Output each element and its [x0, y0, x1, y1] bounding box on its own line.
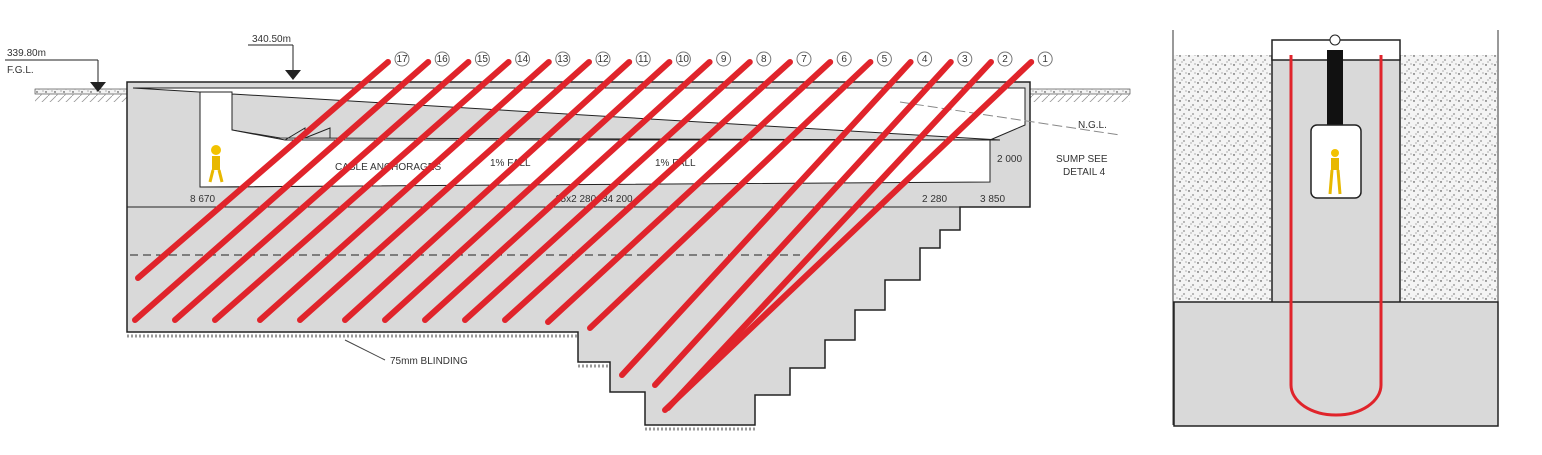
cable-number-circle: [997, 51, 1013, 67]
cable-number: 6: [841, 54, 847, 65]
cable-number-circle: [434, 51, 450, 67]
cable-number: 4: [922, 54, 928, 65]
cable-8: [462, 59, 753, 323]
top-level-marker: [285, 70, 301, 80]
cable-number: 8: [761, 54, 767, 65]
cable-4: [619, 59, 914, 378]
cable-10: [382, 59, 673, 323]
dim-2000: 2 000: [997, 154, 1022, 165]
soil-left: [1174, 55, 1272, 302]
soil-right: [1400, 55, 1497, 302]
fgl-level-marker: [90, 82, 106, 92]
cable-number-circle: [756, 51, 772, 67]
sump-label-2: DETAIL 4: [1063, 167, 1106, 178]
dim-3850: 3 850: [980, 194, 1005, 205]
cable-9: [422, 59, 713, 323]
fall-label-left: 1% FALL: [490, 158, 531, 169]
cable-number: 11: [638, 54, 649, 65]
ground-surface-right: [1029, 88, 1131, 95]
cable-7: [502, 59, 793, 323]
cable-number: 14: [517, 54, 529, 65]
sump-label-1: SUMP SEE: [1056, 154, 1108, 165]
cable-number-circle: [635, 51, 651, 67]
cable-17: [135, 59, 391, 281]
base-block: [1173, 301, 1499, 427]
cable-5: [587, 59, 874, 331]
cable-11: [342, 59, 633, 323]
cable-number-circle: [595, 51, 611, 67]
ngl-label: N.G.L.: [1078, 120, 1107, 131]
cable-number: 3: [962, 54, 968, 65]
cable-number-circle: [675, 51, 691, 67]
cable-number: 12: [597, 54, 609, 65]
lifting-eye-icon: [1329, 34, 1341, 46]
cable-13: [257, 59, 552, 323]
cable-15: [172, 59, 472, 323]
blinding-label: 75mm BLINDING: [390, 356, 468, 367]
cable-1: [662, 59, 1035, 413]
cable-number: 2: [1002, 54, 1008, 65]
cable-number-circle: [716, 51, 732, 67]
cable-number-circle: [876, 51, 892, 67]
cable-number-circle: [1037, 51, 1053, 67]
cable-number: 15: [477, 54, 489, 65]
ground-hatch-left: [35, 94, 127, 102]
ground-surface-left: [34, 88, 128, 95]
cable-number: 1: [1042, 54, 1048, 65]
ngl-line: [899, 101, 1121, 136]
cable-loop: [1289, 55, 1383, 417]
cable-2: [665, 59, 994, 411]
cable-3: [652, 59, 954, 388]
cable-number-circle: [515, 51, 531, 67]
dim-8670: 8 670: [190, 194, 215, 205]
cable-number-circle: [474, 51, 490, 67]
blinding-layer: [127, 334, 755, 431]
cable-number-circle: [555, 51, 571, 67]
cables: 17 16 15 14 13 12 11 10 9 8 7 6 5 4 3 2 1: [132, 51, 1053, 413]
fgl-level-text: 339.80m: [7, 48, 46, 59]
cable-6: [545, 59, 834, 325]
cable-number-circle: [796, 51, 812, 67]
cable-number: 5: [882, 54, 888, 65]
cable-number: 17: [396, 54, 408, 65]
dim-2280: 2 280: [922, 194, 947, 205]
top-level-text: 340.50m: [252, 34, 291, 45]
cable-number-circle: [836, 51, 852, 67]
cable-number-circle: [957, 51, 973, 67]
ground-hatch-right: [1030, 94, 1130, 102]
cable-number: 13: [557, 54, 569, 65]
cable-14: [212, 59, 512, 323]
longitudinal-section: 339.80m F.G.L. 340.50m N.G.L. CABLE ANCH…: [5, 34, 1131, 431]
cable-number: 10: [678, 54, 690, 65]
cable-number: 16: [437, 54, 449, 65]
cable-number: 9: [721, 54, 727, 65]
cable-16: [132, 59, 432, 323]
fgl-label: F.G.L.: [7, 65, 34, 76]
cable-number: 7: [801, 54, 807, 65]
cross-section: [1172, 30, 1499, 427]
cable-12: [297, 59, 592, 323]
lifting-rod: [1327, 50, 1343, 127]
sawtooth-anchorages: [284, 127, 331, 141]
cable-number-circle: [917, 51, 933, 67]
worker-figure: [208, 145, 224, 183]
cable-number-circle: [394, 51, 410, 67]
